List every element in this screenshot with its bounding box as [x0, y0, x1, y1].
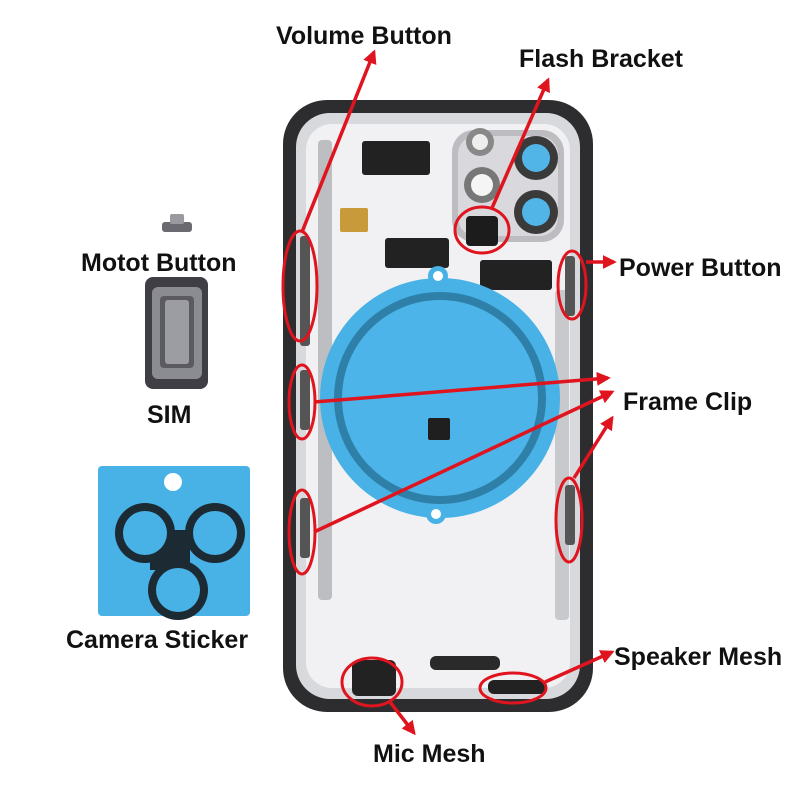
power-button-highlight [556, 249, 588, 321]
label-flash-bracket: Flash Bracket [519, 45, 683, 73]
frame-clip-arrow-3 [572, 415, 614, 479]
frame-clip-arrow-2 [313, 390, 615, 534]
sim-tray-part [145, 277, 208, 389]
motot-button-part [162, 214, 192, 232]
volume-button-arrow [300, 49, 377, 233]
flash-bracket-arrow [490, 77, 550, 209]
frame-clip-highlight-right [554, 476, 584, 564]
label-sim: SIM [147, 401, 192, 429]
label-motot-button: Motot Button [81, 249, 237, 277]
flash-bracket-highlight [453, 205, 511, 255]
frame-clip-arrow-1 [313, 371, 611, 404]
label-frame-clip: Frame Clip [623, 388, 753, 416]
label-camera-sticker: Camera Sticker [66, 626, 249, 654]
mic-mesh-arrow [388, 700, 416, 736]
speaker-mesh-highlight [478, 671, 548, 705]
label-speaker-mesh: Speaker Mesh [614, 643, 783, 671]
speaker-mesh-arrow [544, 650, 615, 684]
phone-housing [283, 100, 593, 712]
label-mic-mesh: Mic Mesh [373, 740, 486, 768]
label-volume-button: Volume Button [276, 22, 452, 50]
volume-button-highlight [281, 229, 319, 343]
mic-mesh-highlight [340, 656, 404, 708]
label-power-button: Power Button [619, 254, 782, 282]
camera-sticker-part [98, 466, 250, 620]
